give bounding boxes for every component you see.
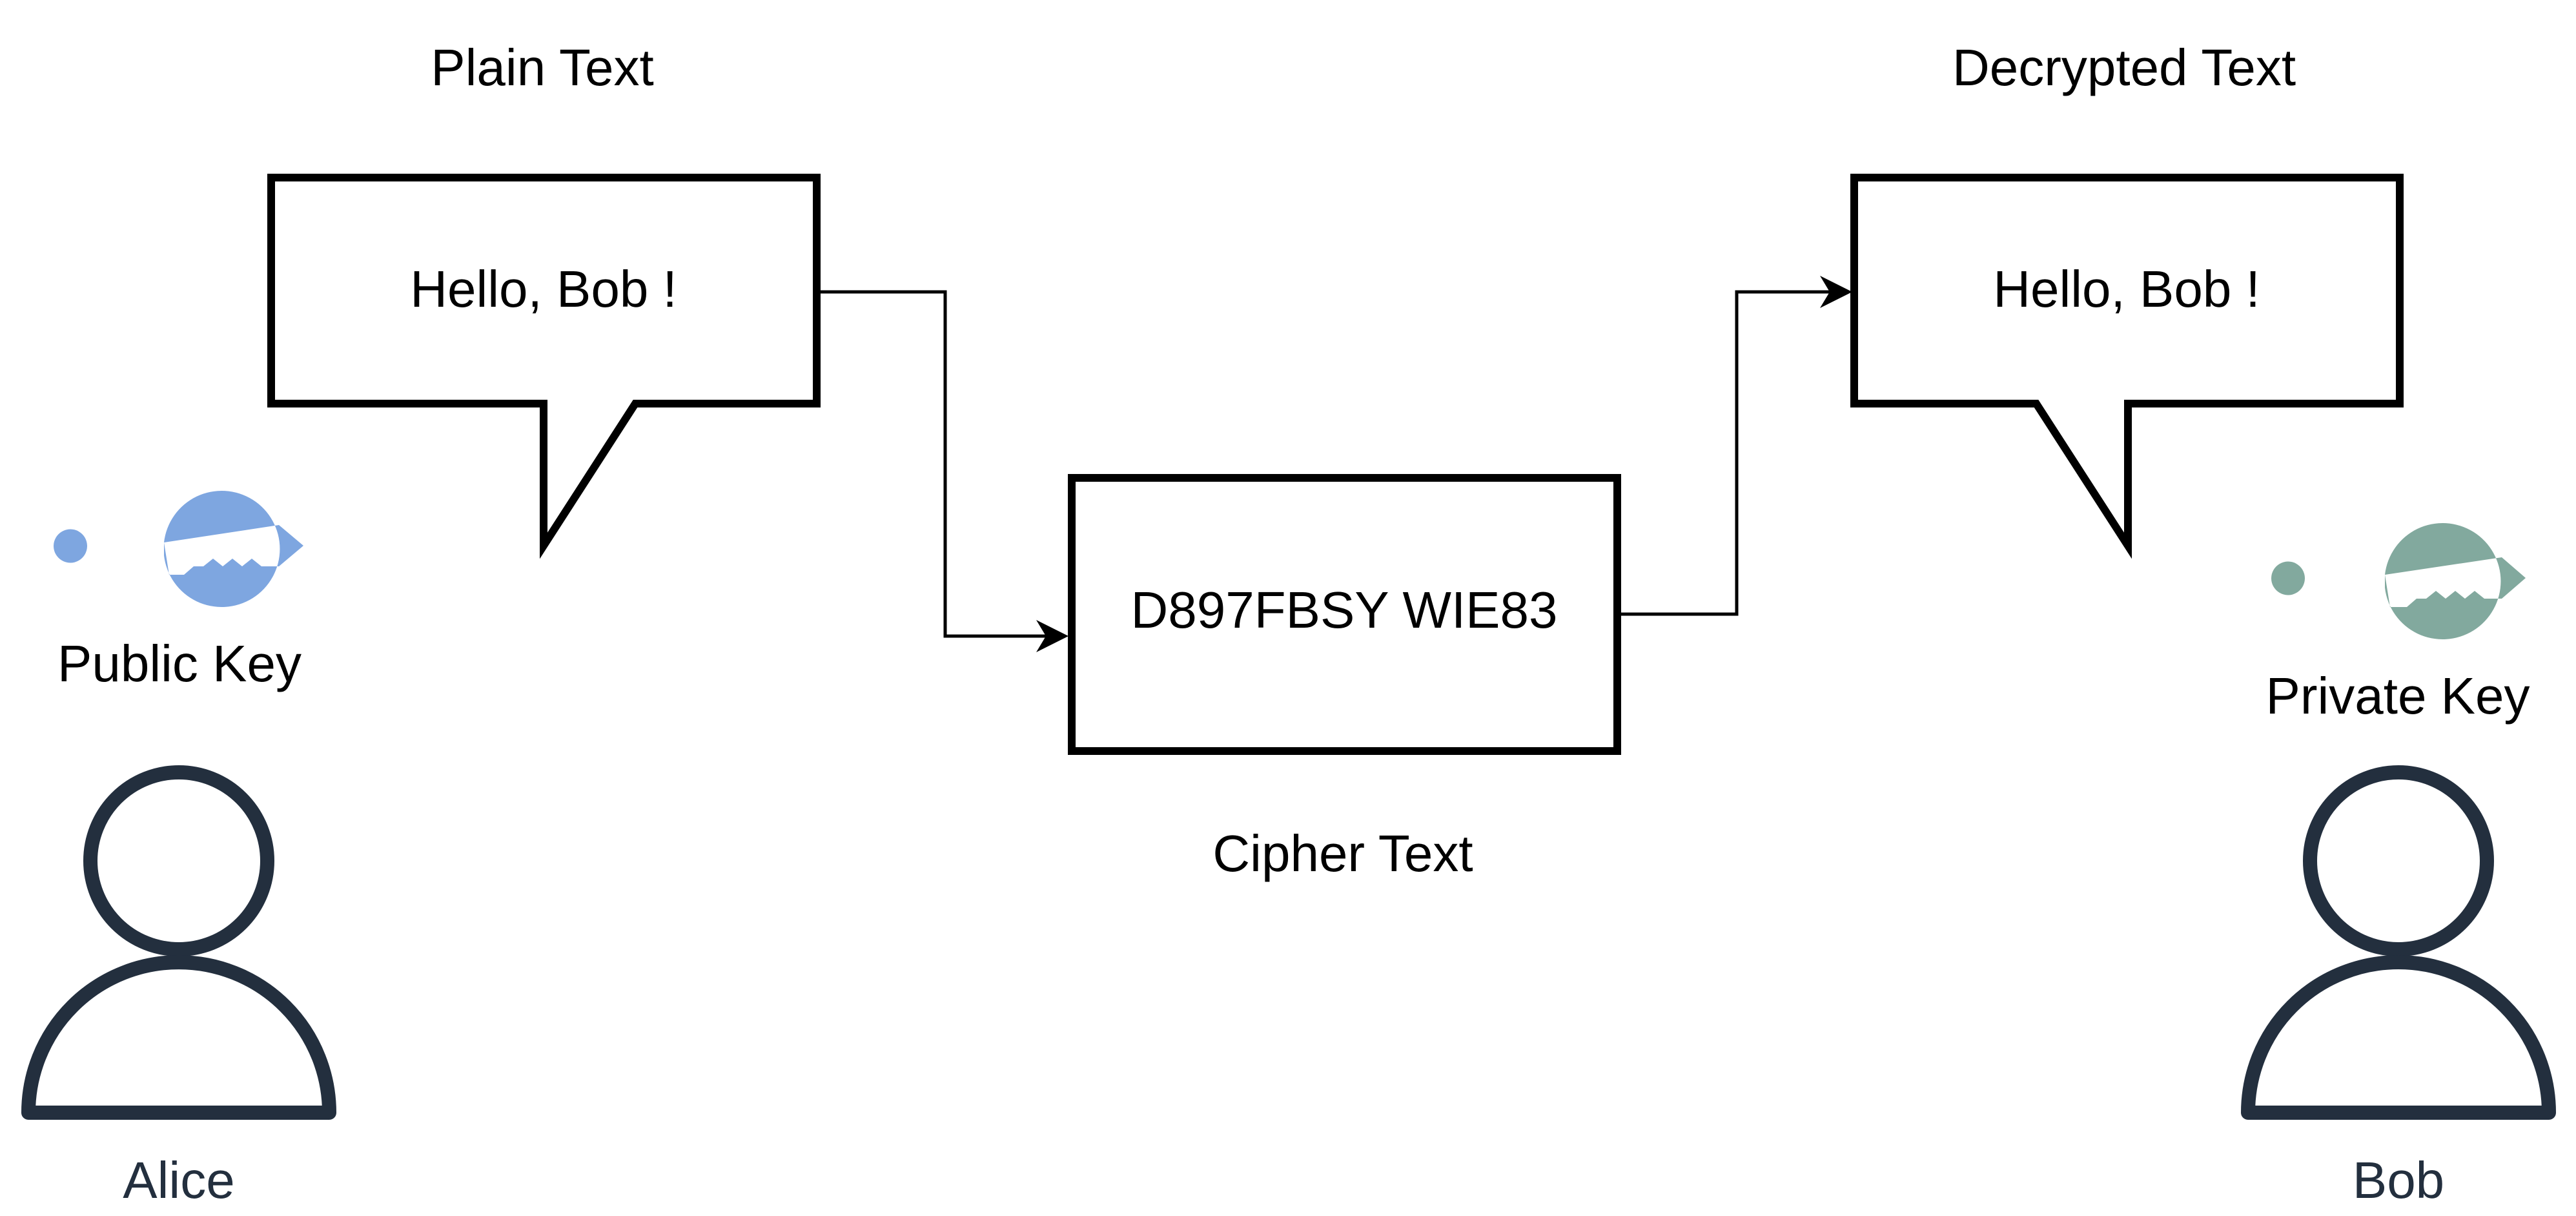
- plain-text-bubble-shape: [267, 174, 821, 559]
- cipher-text-box-shape: [1068, 474, 1621, 755]
- sender-name: Alice: [123, 1151, 234, 1209]
- plain-text-title: Plain Text: [431, 39, 653, 96]
- cipher-text-box: D897FBSY WIE83: [1068, 474, 1621, 755]
- private-key-icon-shape: [2271, 522, 2526, 639]
- decrypted-text-message: Hello, Bob !: [1993, 260, 2260, 318]
- sender-user-icon: [21, 765, 336, 1120]
- cipher-text-title: Cipher Text: [1212, 825, 1473, 882]
- encrypt-arrow: [821, 290, 1068, 652]
- private-key-label: Private Key: [2265, 667, 2530, 725]
- decrypted-text-bubble-shape: [1850, 174, 2404, 559]
- plain-text-message: Hello, Bob !: [410, 260, 677, 318]
- public-key-icon: [54, 491, 303, 607]
- public-key-label: Public Key: [57, 635, 302, 692]
- receiver-name: Bob: [2353, 1151, 2444, 1209]
- decrypted-text-title: Decrypted Text: [1952, 39, 2296, 96]
- sender-user-head: [83, 765, 274, 956]
- decrypted-text-bubble: Hello, Bob !: [1850, 174, 2404, 559]
- public-key-icon-shape: [54, 491, 303, 607]
- receiver-user-head: [2303, 765, 2494, 956]
- private-key-icon: [2271, 522, 2526, 639]
- receiver-user-body: [2241, 955, 2556, 1120]
- receiver-user-icon: [2241, 765, 2556, 1120]
- plain-text-bubble: Hello, Bob !: [267, 174, 821, 559]
- sender-user-body: [21, 955, 336, 1120]
- cipher-text-value: D897FBSY WIE83: [1130, 581, 1557, 639]
- decrypt-arrow: [1621, 276, 1852, 616]
